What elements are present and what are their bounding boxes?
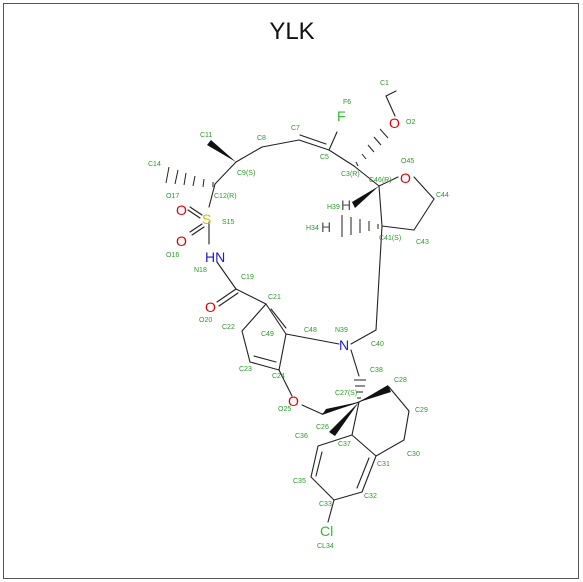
label-c29: C29: [415, 407, 428, 414]
hash-c3-o2: [355, 128, 389, 167]
atom-o20: O: [205, 299, 216, 315]
label-c33: C33: [319, 501, 332, 508]
label-c38: C38: [370, 367, 383, 374]
label-c19: C19: [241, 274, 254, 281]
atom-labels: C1 F6 O2 C7 C8 C11 C5 C9(S) C3(R) C46(R)…: [148, 80, 449, 550]
atom-f: F: [337, 108, 346, 124]
label-c35: C35: [293, 478, 306, 485]
diagram-title: YLK: [269, 18, 315, 45]
label-c5: C5: [320, 154, 329, 161]
atom-s: S: [202, 211, 211, 227]
atom-hn: HN: [205, 249, 225, 265]
label-c22: C22: [222, 324, 235, 331]
label-c23: C23: [239, 366, 252, 373]
label-o17: O17: [166, 193, 179, 200]
diagram-frame: YLK: [3, 3, 579, 579]
label-c8: C8: [257, 135, 266, 142]
label-n18: N18: [194, 267, 207, 274]
label-c49: C49: [261, 331, 274, 338]
label-c26: C26: [316, 424, 329, 431]
stereo-bonds: [165, 128, 391, 436]
molecule-structure: F O O S O O HN O N O Cl H H C1 F6 O2 C7 …: [148, 80, 449, 550]
label-o20: O20: [199, 317, 212, 324]
label-c28: C28: [394, 377, 407, 384]
label-o2: O2: [406, 119, 415, 126]
label-c1: C1: [380, 80, 389, 87]
hash-c27-c38: [354, 379, 366, 399]
label-h39: H39: [327, 204, 340, 211]
atom-o45: O: [400, 170, 411, 186]
label-o16: O16: [166, 252, 179, 259]
atom-o25: O: [288, 393, 299, 409]
bonds: [187, 90, 435, 523]
label-c41: C41(S): [379, 235, 401, 242]
hash-c12-c14: [165, 166, 214, 188]
label-s15: S15: [222, 219, 235, 226]
label-c43: C43: [416, 239, 429, 246]
label-o45: O45: [401, 158, 414, 165]
hash-c41-h34: [341, 215, 379, 237]
label-n39: N39: [335, 327, 348, 334]
atom-cl: Cl: [320, 523, 333, 539]
label-c48: C48: [304, 327, 317, 334]
label-c11: C11: [200, 132, 212, 139]
atom-symbols: F O O S O O HN O N O Cl H H: [176, 108, 411, 539]
atom-o2: O: [389, 115, 400, 131]
label-c30: C30: [407, 451, 420, 458]
label-c24: C24: [272, 373, 285, 380]
label-c7: C7: [291, 125, 300, 132]
label-c36: C36: [295, 433, 308, 440]
atom-h39: H: [341, 197, 351, 213]
atom-h34: H: [321, 219, 331, 235]
label-c14: C14: [148, 161, 161, 168]
label-c31: C31: [377, 461, 390, 468]
label-h34: H34: [306, 225, 319, 232]
label-f6: F6: [343, 99, 351, 106]
label-c44: C44: [436, 192, 449, 199]
label-o25: O25: [278, 406, 291, 413]
label-c27: C27(S): [335, 390, 357, 397]
atom-n: N: [339, 337, 349, 353]
label-c46: C46(R): [369, 177, 392, 184]
atom-o16: O: [176, 233, 187, 249]
atom-o17: O: [176, 202, 187, 218]
label-c9: C9(S): [237, 170, 255, 177]
label-cl34: CL34: [317, 543, 334, 550]
label-c12: C12(R): [214, 193, 237, 200]
label-c37: C37: [338, 441, 351, 448]
label-c32: C32: [364, 493, 377, 500]
label-c40: C40: [371, 341, 384, 348]
label-c21: C21: [268, 294, 281, 301]
label-c3: C3(R): [341, 171, 360, 178]
